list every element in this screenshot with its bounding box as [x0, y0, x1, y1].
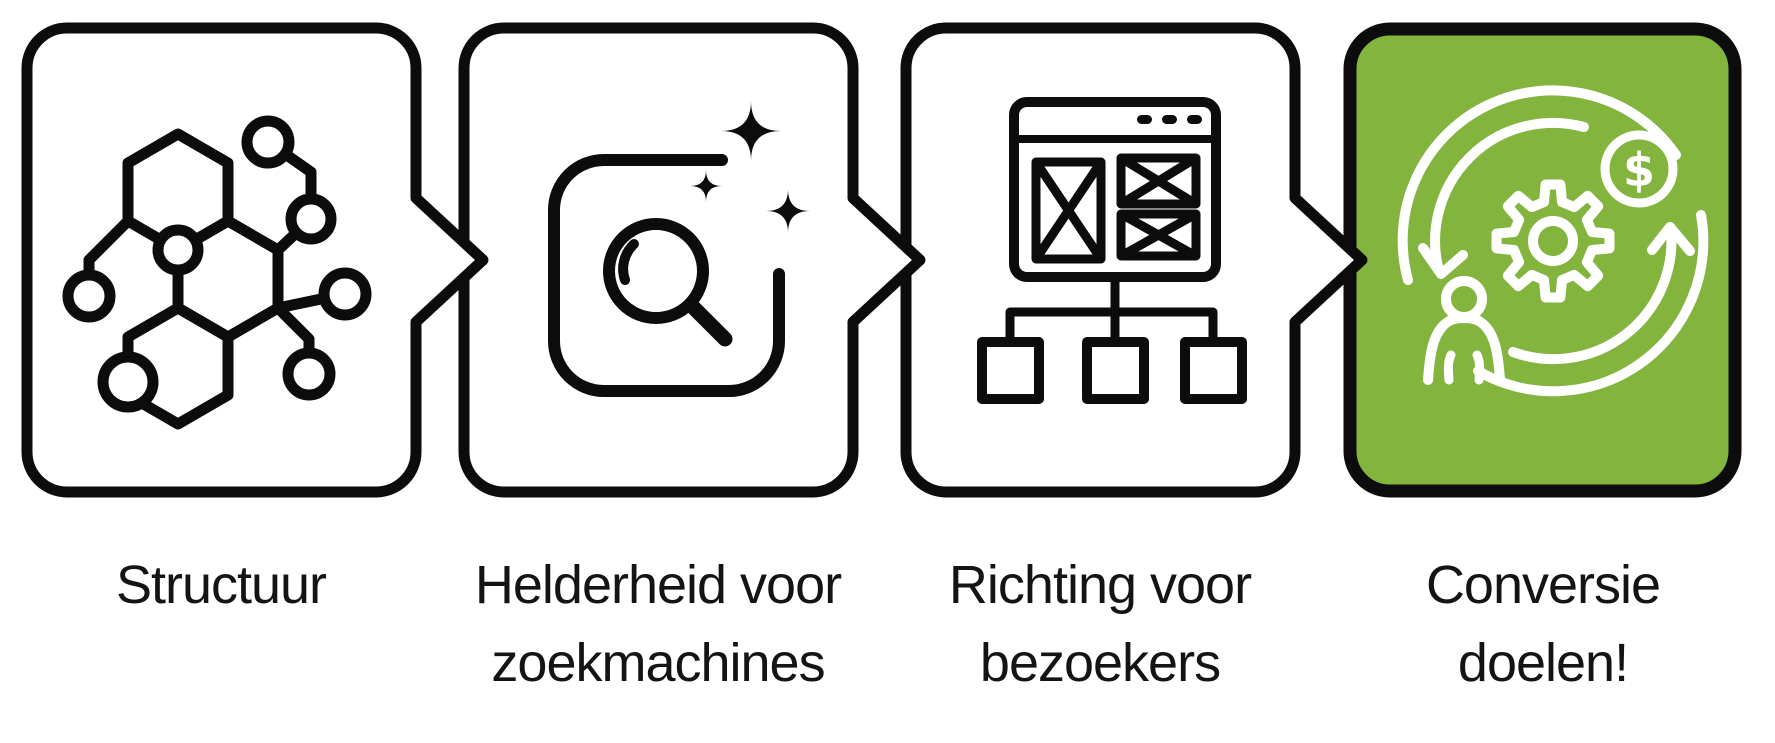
- cycle-arc-bottom-inner: [1508, 226, 1677, 365]
- atom-node: [152, 224, 204, 276]
- step-label-line1: Structuur: [115, 555, 327, 615]
- gear-icon: [1491, 179, 1615, 303]
- wireframe-sitemap-icon: [977, 97, 1247, 404]
- browser-dot: [1162, 115, 1177, 124]
- step-label-line2: doelen!: [1457, 633, 1629, 693]
- atom-node: [285, 193, 337, 245]
- magnifier-handle: [683, 297, 733, 347]
- placeholder-box: [1116, 153, 1201, 209]
- card-shape-with-arrow: [21, 22, 489, 498]
- step-label: Structuur: [1, 546, 441, 624]
- sitemap-node: [1180, 337, 1247, 404]
- atom-node: [97, 351, 159, 413]
- card-outline: [458, 22, 926, 498]
- step-label-line1: Conversie: [1425, 555, 1661, 615]
- step-label: Helderheid voor zoekmachines: [438, 546, 878, 702]
- person-arm-right: [1472, 350, 1485, 385]
- cycle-arc-top-outer: [1397, 85, 1681, 285]
- cycle-arc-bottom-outer: [1473, 210, 1709, 397]
- cycle-arrow-up-icon: [1647, 222, 1695, 256]
- person-arm-left: [1443, 350, 1456, 385]
- cycle-arc-top-inner: [1430, 117, 1589, 276]
- dollar-symbol: $: [1623, 143, 1655, 197]
- cycle-arrow-down-icon: [1418, 243, 1468, 279]
- atom-node: [62, 269, 116, 323]
- card-shape-with-arrow: [458, 22, 926, 498]
- step-card-helderheid: Helderheid voor zoekmachines: [458, 0, 928, 743]
- atom-node: [241, 115, 295, 169]
- placeholder-box: [1116, 209, 1201, 261]
- conversion-cycle-icon: $: [1397, 85, 1709, 397]
- dollar-coin-icon: [1600, 130, 1678, 208]
- sparkle-icon-small: [690, 170, 722, 202]
- gear-hole: [1528, 216, 1578, 266]
- step-label-line1: Helderheid voor: [474, 555, 842, 615]
- hexagon-bottom: [122, 302, 234, 430]
- molecule-icon: [62, 115, 372, 430]
- browser-dot: [1187, 115, 1202, 124]
- card-shape-with-arrow: [900, 22, 1368, 498]
- lens-highlight: [618, 239, 639, 285]
- step-card-structuur: Structuur: [21, 0, 491, 743]
- sitemap-node: [1082, 337, 1149, 404]
- card-shape-highlighted: $: [1343, 22, 1742, 498]
- atom-node: [282, 347, 336, 401]
- step-label-line2: zoekmachines: [491, 633, 825, 693]
- magnifier-lens-icon: [603, 218, 709, 324]
- step-label: Richting voor bezoekers: [880, 546, 1320, 702]
- browser-dot: [1137, 115, 1152, 124]
- sparkle-icon-medium: [766, 189, 810, 233]
- step-card-richting: Richting voor bezoekers: [900, 0, 1370, 743]
- step-label-line2: bezoekers: [979, 633, 1221, 693]
- person-body: [1423, 313, 1505, 385]
- search-sparkles-icon: [548, 101, 810, 397]
- atom-node: [318, 267, 372, 321]
- step-label-line1: Richting voor: [948, 555, 1252, 615]
- sparkle-icon-large: [721, 101, 781, 161]
- placeholder-box: [1031, 157, 1106, 264]
- step-card-conversie: $ Conversie doelen!: [1343, 0, 1775, 743]
- open-rounded-square: [548, 154, 785, 397]
- sitemap-node: [977, 337, 1044, 404]
- step-label: Conversie doelen!: [1323, 546, 1763, 702]
